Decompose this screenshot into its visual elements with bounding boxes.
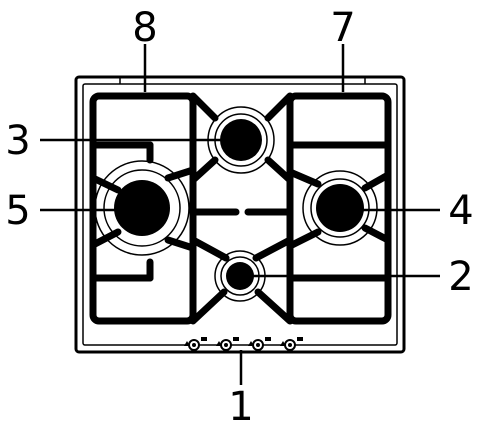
knob-icon	[248, 337, 271, 351]
burner-icon	[94, 160, 190, 256]
callout-5: 5	[5, 188, 30, 234]
knob-icon	[216, 337, 239, 351]
callout-8: 8	[132, 5, 157, 51]
callout-1: 1	[228, 384, 253, 424]
burner-icon	[302, 170, 378, 246]
callout-7: 7	[330, 5, 355, 51]
callout-3: 3	[5, 118, 30, 164]
leader-lines	[40, 44, 440, 385]
knob-icon	[280, 337, 303, 351]
callout-2: 2	[448, 254, 473, 300]
knob-icon	[184, 337, 207, 351]
callout-4: 4	[448, 188, 473, 234]
knob-row	[184, 337, 303, 351]
